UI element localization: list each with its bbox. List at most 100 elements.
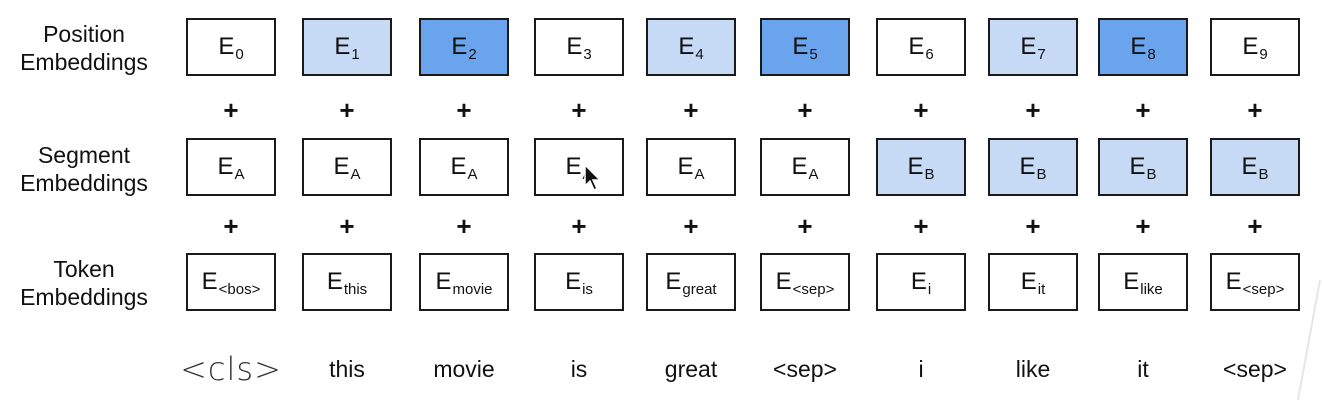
segment-embedding-base: E (1019, 153, 1036, 180)
segment-embedding-subscript: A (808, 165, 819, 183)
segment-embedding-subscript: B (924, 165, 935, 183)
input-token-word: it (1137, 356, 1149, 382)
token-embedding-subscript: <sep> (1242, 280, 1285, 298)
plus-sign: + (339, 211, 355, 241)
plus-sign: + (683, 211, 699, 241)
input-token-word: <sep> (1223, 356, 1287, 382)
segment-embedding-subscript: B (1146, 165, 1157, 183)
position-embedding-subscript: 2 (468, 45, 477, 63)
token-embedding-box-5: E<sep> (760, 253, 850, 311)
position-embedding-subscript: 3 (583, 45, 592, 63)
input-token-word: this (329, 356, 365, 382)
input-token-word: i (918, 356, 924, 382)
segment-embedding-subscript: A (350, 165, 361, 183)
plus-sign: + (339, 95, 355, 125)
input-token-word: movie (433, 356, 495, 382)
position-embeddings-label: Position Embeddings (20, 21, 148, 75)
plus-sign: + (797, 95, 813, 125)
plus-sign: + (683, 95, 699, 125)
input-token-word: <sep> (773, 356, 837, 382)
token-embedding-subscript: this (343, 280, 368, 298)
plus-sign: + (223, 95, 239, 125)
token-embedding-base: E (1020, 268, 1037, 295)
token-embedding-subscript: i (927, 280, 932, 298)
position-embedding-base: E (334, 33, 351, 60)
segment-embedding-subscript: B (1036, 165, 1047, 183)
plus-sign: + (1247, 211, 1263, 241)
position-embedding-subscript: 8 (1147, 45, 1156, 63)
position-embedding-base: E (566, 33, 583, 60)
position-embedding-base: E (1130, 33, 1147, 60)
position-embedding-subscript: 4 (695, 45, 704, 63)
position-embedding-base: E (1020, 33, 1037, 60)
token-embedding-base: E (1123, 268, 1140, 295)
token-embedding-subscript: great (682, 280, 717, 298)
input-token-word: is (570, 356, 588, 382)
input-token-word: <cls> (180, 350, 282, 388)
segment-embeddings-label: Segment Embeddings (20, 142, 148, 196)
token-embedding-base: E (201, 268, 218, 295)
position-embedding-subscript: 7 (1037, 45, 1046, 63)
segment-embedding-subscript: A (234, 165, 245, 183)
input-token-word: like (1015, 356, 1051, 382)
segment-embedding-box-3: EA (534, 138, 624, 196)
token-embedding-subscript: it (1037, 280, 1046, 298)
token-embedding-base: E (565, 268, 582, 295)
token-embedding-base: E (1225, 268, 1242, 295)
plus-sign: + (1135, 211, 1151, 241)
position-embedding-subscript: 1 (351, 45, 360, 63)
position-embedding-base: E (451, 33, 468, 60)
token-embedding-subscript: like (1140, 280, 1163, 298)
plus-sign: + (797, 211, 813, 241)
plus-sign: + (1247, 95, 1263, 125)
position-embedding-base: E (908, 33, 925, 60)
token-embeddings-label: Token Embeddings (20, 256, 148, 310)
token-embedding-subscript: movie (452, 280, 493, 298)
token-embedding-base: E (910, 268, 927, 295)
input-token-word: great (664, 356, 718, 382)
segment-embedding-base: E (677, 153, 694, 180)
position-embedding-subscript: 0 (235, 45, 244, 63)
plus-sign: + (456, 211, 472, 241)
position-embedding-subscript: 9 (1259, 45, 1268, 63)
plus-sign: + (571, 211, 587, 241)
token-embedding-box-9: E<sep> (1210, 253, 1300, 311)
token-embedding-base: E (775, 268, 792, 295)
plus-sign: + (1025, 95, 1041, 125)
token-embedding-base: E (326, 268, 343, 295)
position-embedding-base: E (218, 33, 235, 60)
segment-embedding-subscript: A (467, 165, 478, 183)
token-embedding-subscript: <bos> (218, 280, 261, 298)
plus-sign: + (571, 95, 587, 125)
segment-embedding-base: E (565, 153, 582, 180)
plus-sign: + (913, 95, 929, 125)
position-embedding-base: E (1242, 33, 1259, 60)
plus-sign: + (1135, 95, 1151, 125)
segment-embedding-base: E (907, 153, 924, 180)
position-embedding-subscript: 5 (809, 45, 818, 63)
segment-embedding-base: E (1129, 153, 1146, 180)
